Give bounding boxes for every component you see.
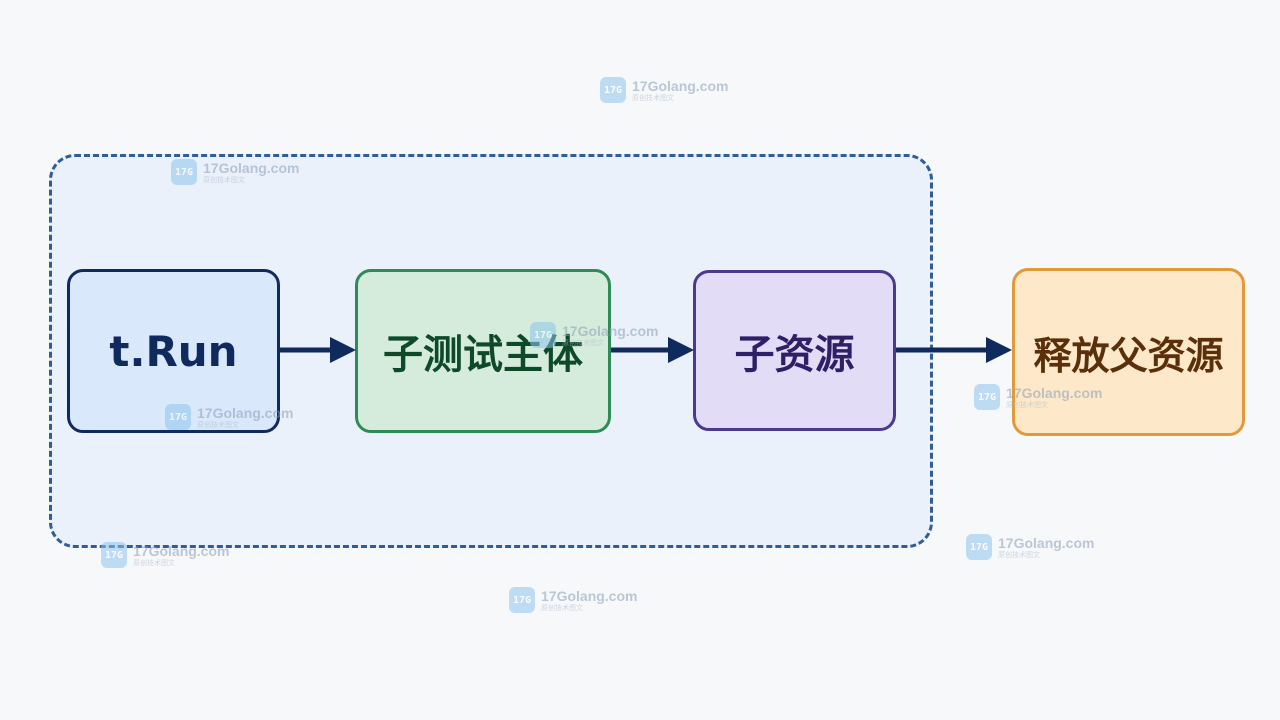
watermark-subtitle: 原创技术图文 [133,558,175,567]
node-release-parent-label: 释放父资源 [1033,333,1224,378]
logo-icon: 17G [600,77,626,103]
watermark-name: 17Golang.com [197,404,294,421]
watermark-subtitle: 原创技术图文 [998,550,1040,559]
watermark-name: 17Golang.com [133,542,230,559]
logo-icon: 17G [966,534,992,560]
watermark-subtitle: 原创技术图文 [541,603,583,612]
watermark-name: 17Golang.com [562,322,659,339]
watermark-subtitle: 原创技术图文 [197,420,239,429]
logo-icon: 17G [171,159,197,185]
watermark-subtitle: 原创技术图文 [562,338,604,347]
logo-icon: 17G [165,404,191,430]
watermark-name: 17Golang.com [998,534,1095,551]
watermark-name: 17Golang.com [541,587,638,604]
node-child-resource-label: 子资源 [734,331,855,378]
node-subtest-body: 子测试主体 [355,269,611,433]
logo-icon: 17G [530,322,556,348]
watermark-name: 17Golang.com [203,159,300,176]
logo-icon: 17G [101,542,127,568]
logo-icon: 17G [509,587,535,613]
node-child-resource: 子资源 [693,270,896,431]
logo-icon: 17G [974,384,1000,410]
node-release-parent: 释放父资源 [1012,268,1245,436]
watermark-name: 17Golang.com [1006,384,1103,401]
node-trun-label: t.Run [109,326,238,376]
watermark-subtitle: 原创技术图文 [632,93,674,102]
watermark-name: 17Golang.com [632,77,729,94]
watermark-subtitle: 原创技术图文 [203,175,245,184]
watermark-subtitle: 原创技术图文 [1006,400,1048,409]
